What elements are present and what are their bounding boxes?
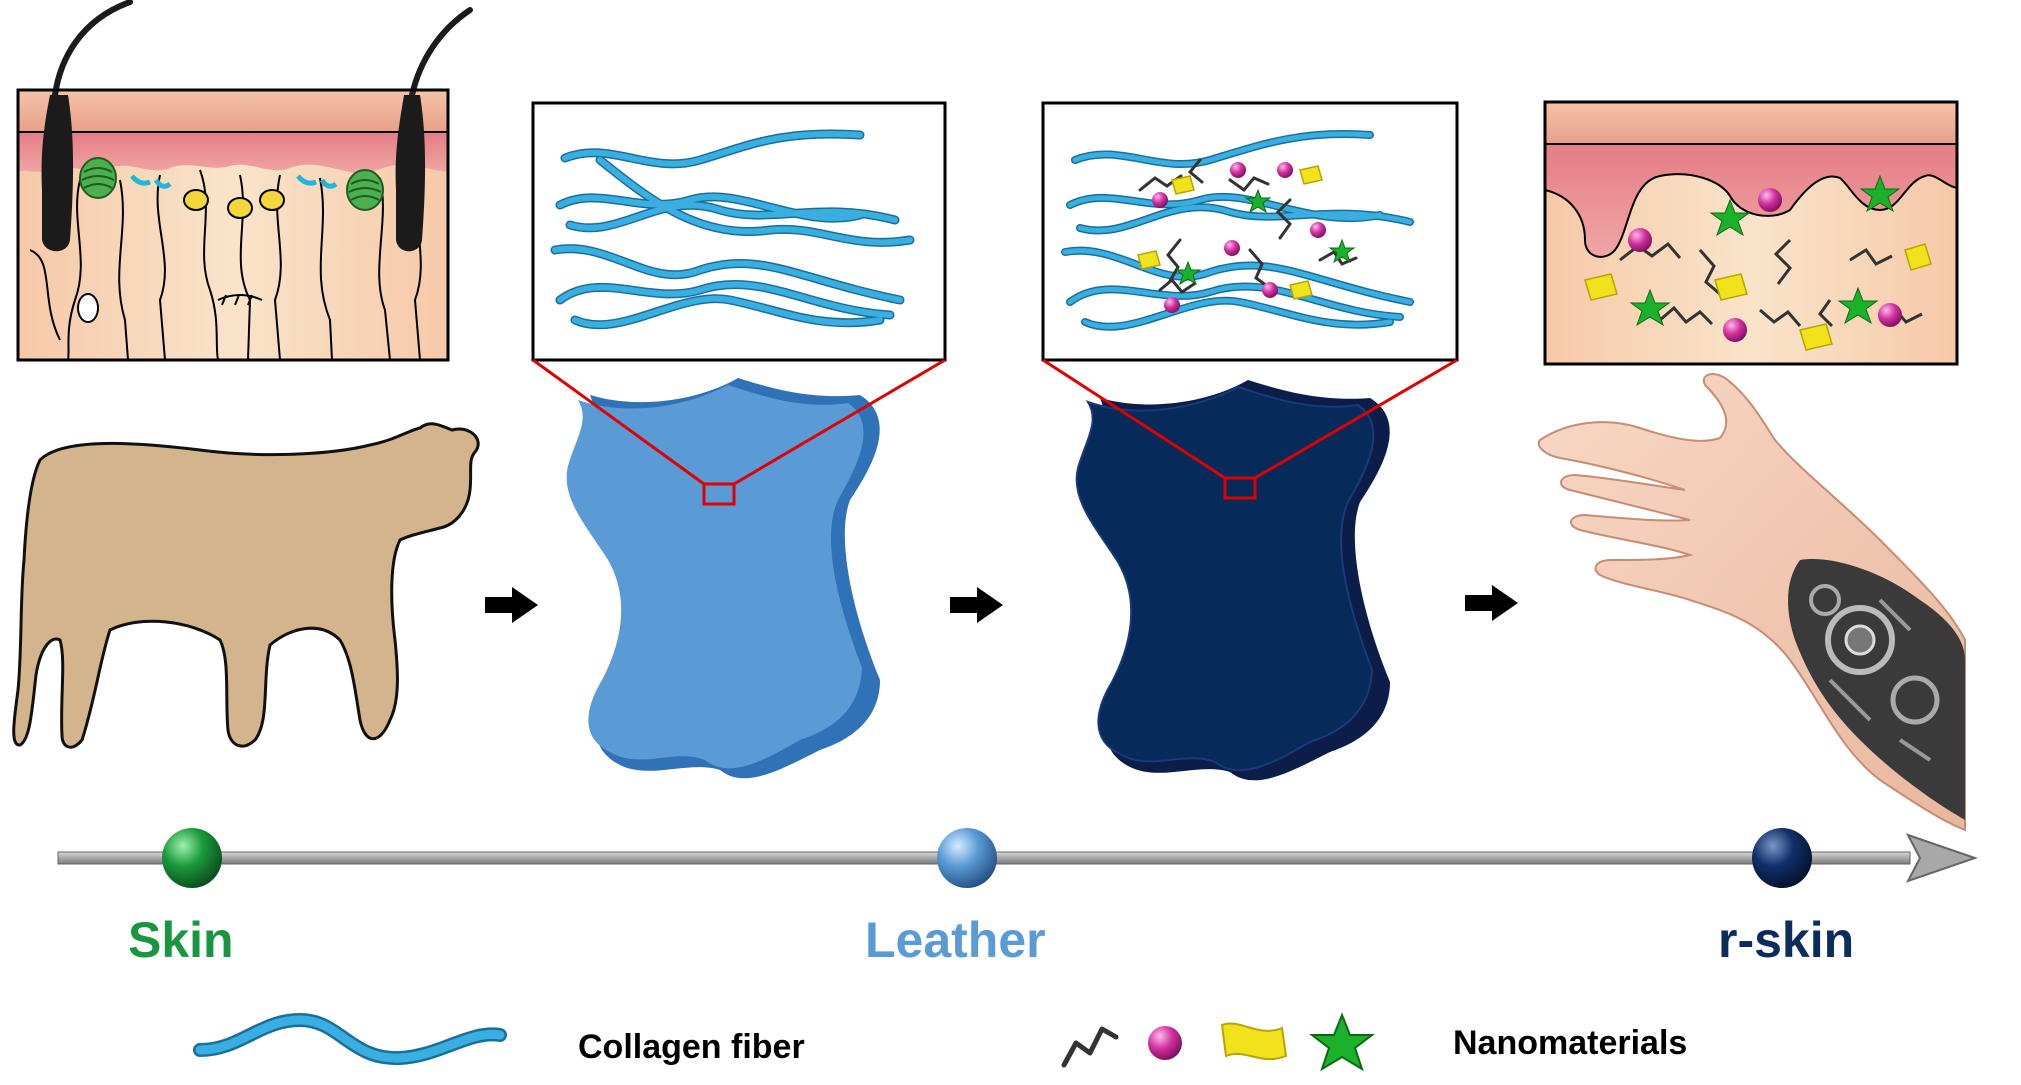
legend-collagen-label: Collagen fiber <box>578 1028 805 1066</box>
stage-label-leather: Leather <box>865 912 1046 968</box>
nano-star-icon <box>1309 1012 1375 1072</box>
right-arrow-icon <box>485 587 538 623</box>
timeline-marker-leather <box>937 828 997 888</box>
nano-sheet-icon <box>1220 1022 1288 1061</box>
hand-with-tattoo <box>1537 373 1966 832</box>
nano-sphere-icon <box>1148 1026 1182 1060</box>
right-arrow-icon <box>950 587 1003 623</box>
right-arrow-icon <box>1465 585 1518 621</box>
rskin-cross-section <box>1545 102 1957 364</box>
zoom-indicator-rskin <box>1042 358 1458 500</box>
rskin-hide <box>1075 385 1375 772</box>
fiber-nanomaterial-network <box>1061 130 1414 331</box>
timeline-arrow <box>57 833 1979 883</box>
timeline-marker-skin <box>162 828 222 888</box>
stage-label-rskin: r-skin <box>1718 912 1855 968</box>
timeline-marker-rskin <box>1752 828 1812 888</box>
leather-hide <box>566 385 864 769</box>
collagen-fiber-legend-icon <box>193 1012 507 1066</box>
stage-label-skin: Skin <box>128 912 234 968</box>
rskin-cross-section-frame <box>1543 100 1959 366</box>
skin-cross-section <box>18 90 448 360</box>
collagen-fiber-network <box>550 129 915 330</box>
zoom-indicator-leather <box>532 358 946 506</box>
cow-illustration <box>12 422 480 749</box>
skin-cross-section-frame <box>16 88 450 362</box>
tattoo-icon <box>1788 559 1965 820</box>
legend-nanomaterials-label: Nanomaterials <box>1453 1024 1688 1062</box>
nano-chain-icon <box>1061 1026 1119 1068</box>
